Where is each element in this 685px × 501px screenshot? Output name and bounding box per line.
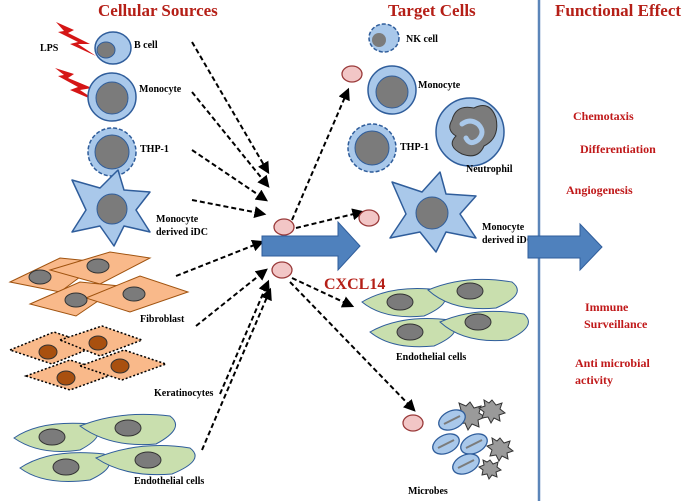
- target-nk-cell: [368, 23, 400, 53]
- target-monocyte: [367, 65, 417, 115]
- source-monocyte-label: Monocyte: [139, 84, 182, 95]
- header-functional-effect: Functional Effect: [555, 1, 681, 20]
- source-idc-label-2: derived iDC: [156, 227, 208, 238]
- effect-antimicrobial-line2: activity: [575, 373, 613, 387]
- source-endothelial-cluster: [13, 413, 196, 482]
- target-chemokine-dot-2: [358, 209, 380, 227]
- effect-immune-line2: Surveillance: [584, 317, 648, 331]
- fibroblast-cluster: [8, 251, 190, 317]
- source-thp1-label: THP-1: [140, 144, 169, 155]
- target-arrows: [289, 87, 416, 412]
- effect-block-arrow: [527, 222, 603, 272]
- center-block-arrow: [261, 220, 361, 272]
- effect-antimicrobial-line1: Anti microbial: [575, 356, 650, 370]
- target-thp1-label: THP-1: [400, 142, 429, 153]
- target-neutrophil: [435, 97, 505, 167]
- b-cell: [94, 31, 132, 65]
- target-nk-cell-label: NK cell: [406, 34, 438, 45]
- source-idc-label-1: Monocyte: [156, 214, 199, 225]
- lps-label: LPS: [40, 43, 59, 54]
- header-cellular-sources: Cellular Sources: [98, 1, 218, 20]
- target-monocyte-label: Monocyte: [418, 80, 461, 91]
- header-target-cells: Target Cells: [388, 1, 476, 20]
- target-microbes-label: Microbes: [408, 486, 448, 497]
- keratinocytes-label: Keratinocytes: [154, 388, 214, 399]
- target-endothelial-label: Endothelial cells: [396, 352, 466, 363]
- target-chemokine-dot-3: [402, 414, 424, 432]
- effect-immune-line1: Immune: [585, 300, 629, 314]
- target-idc-label-1: Monocyte: [482, 222, 525, 233]
- target-idc-label-2: derived iDC: [482, 235, 534, 246]
- target-thp1: [347, 123, 397, 173]
- source-monocyte: [87, 72, 137, 122]
- microbes-cluster: [432, 399, 515, 481]
- target-idc: [389, 171, 477, 253]
- source-idc: [71, 169, 151, 247]
- source-arrows: [175, 41, 272, 451]
- effect-angiogenesis: Angiogenesis: [566, 183, 633, 197]
- b-cell-label: B cell: [134, 40, 158, 51]
- target-neutrophil-label: Neutrophil: [466, 164, 513, 175]
- lps-lightning-icon-2: [55, 68, 98, 102]
- chemokine-dot-1: [273, 218, 295, 236]
- source-endothelial-label: Endothelial cells: [134, 476, 204, 487]
- lps-lightning-icon: [56, 22, 96, 56]
- keratinocyte-cluster: [7, 325, 169, 391]
- source-thp1: [87, 127, 137, 177]
- cxcl14-label: CXCL14: [324, 276, 385, 293]
- effect-differentiation: Differentiation: [580, 142, 656, 156]
- effect-chemotaxis: Chemotaxis: [573, 109, 634, 123]
- target-endothelial-cluster: [361, 278, 529, 348]
- chemokine-dot-2: [271, 261, 293, 279]
- fibroblast-label: Fibroblast: [140, 314, 185, 325]
- target-chemokine-dot-1: [341, 65, 363, 83]
